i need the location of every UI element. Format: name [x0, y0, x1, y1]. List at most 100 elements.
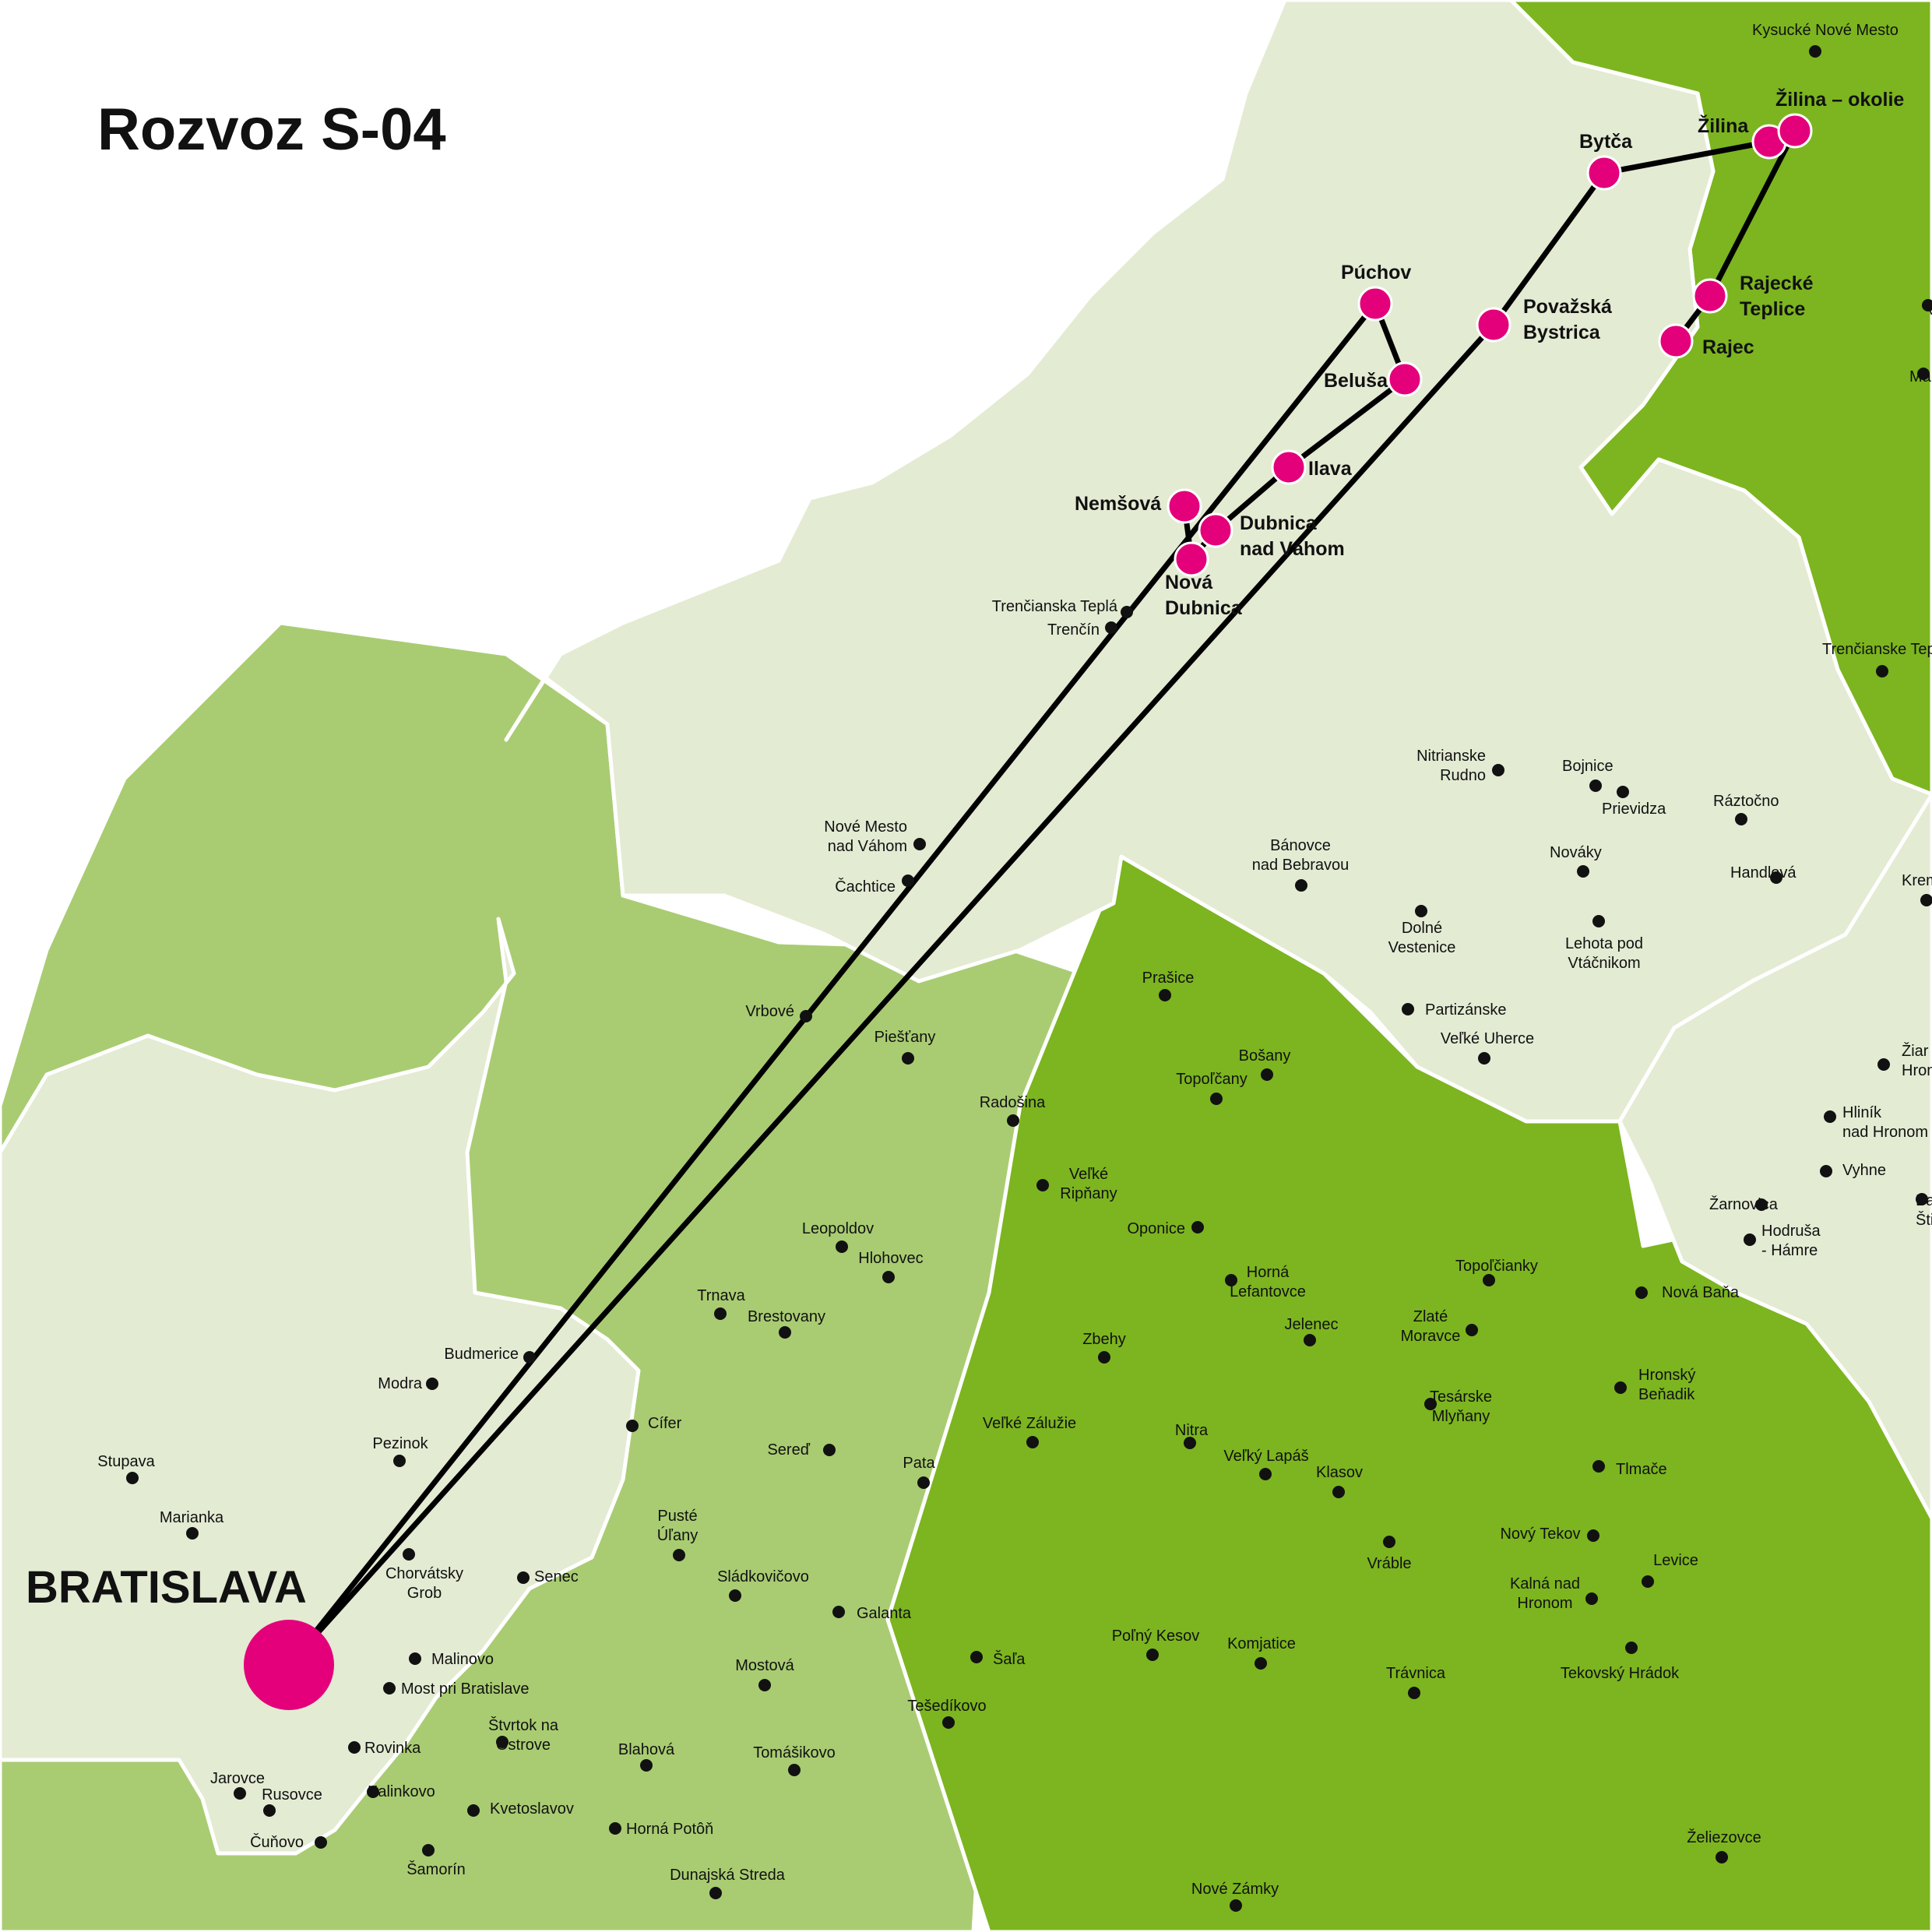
town[interactable]: Trnava [697, 1287, 746, 1320]
town[interactable]: Piešťany [875, 1029, 936, 1065]
town-dot[interactable] [714, 1307, 727, 1320]
stop-bytca[interactable]: Bytča [1579, 131, 1633, 191]
town[interactable]: Most pri Bratislave [383, 1680, 530, 1698]
town-dot[interactable] [1585, 1592, 1598, 1605]
stop-marker[interactable] [1357, 286, 1393, 322]
town-dot[interactable] [1261, 1068, 1273, 1081]
town-dot[interactable] [882, 1271, 895, 1283]
town[interactable]: Jelenec [1285, 1316, 1339, 1346]
town[interactable]: Čuňovo [250, 1833, 327, 1851]
town[interactable]: Blahová [618, 1741, 675, 1772]
town[interactable]: Nováky [1550, 844, 1602, 878]
town-dot[interactable] [1920, 894, 1932, 906]
town-dot[interactable] [1735, 813, 1747, 825]
town[interactable]: Veľké Zálužie [983, 1415, 1076, 1448]
town[interactable]: Tlmače [1592, 1460, 1667, 1478]
town-dot[interactable] [1383, 1536, 1395, 1548]
town[interactable]: Tomášikovo [753, 1744, 836, 1776]
town-dot[interactable] [800, 1010, 812, 1022]
town-dot[interactable] [1716, 1851, 1728, 1863]
town-dot[interactable] [383, 1682, 396, 1694]
town-dot[interactable] [496, 1736, 509, 1748]
town-dot[interactable] [403, 1548, 415, 1561]
town-dot[interactable] [1820, 1165, 1832, 1177]
town[interactable]: Šamorín [406, 1844, 466, 1878]
stop-zilina-okolie[interactable]: Žilina – okolie [1775, 87, 1904, 149]
town[interactable]: Jarovce [210, 1770, 265, 1800]
town[interactable]: Prievidza [1602, 786, 1666, 818]
town-dot[interactable] [1408, 1687, 1420, 1699]
town-dot[interactable] [1026, 1436, 1039, 1448]
town-dot[interactable] [1492, 764, 1504, 776]
town-dot[interactable] [1332, 1486, 1345, 1498]
town[interactable]: Modra [378, 1375, 438, 1392]
town[interactable]: Vrbové [745, 1003, 812, 1022]
town[interactable]: Mar [1909, 368, 1932, 385]
town[interactable]: BaŠti [1916, 1192, 1932, 1229]
town-dot[interactable] [1184, 1437, 1196, 1449]
town-dot[interactable] [1191, 1221, 1204, 1233]
town-dot[interactable] [609, 1822, 621, 1835]
town-dot[interactable] [186, 1527, 199, 1540]
town[interactable]: Levice [1642, 1552, 1698, 1588]
town-dot[interactable] [523, 1351, 536, 1364]
town-dot[interactable] [426, 1378, 438, 1390]
town[interactable]: Leopoldov [802, 1220, 874, 1253]
town-dot[interactable] [832, 1606, 845, 1618]
town[interactable]: Želiezovce [1687, 1828, 1761, 1863]
town-dot[interactable] [836, 1240, 848, 1253]
town[interactable]: Malinovo [409, 1651, 494, 1668]
town-dot[interactable] [1824, 1110, 1836, 1123]
town[interactable]: Tekovský Hrádok [1561, 1642, 1680, 1682]
town[interactable]: Pezinok [372, 1435, 429, 1467]
town-dot[interactable] [902, 1052, 914, 1065]
town[interactable]: Zbehy [1082, 1331, 1126, 1364]
town-dot[interactable] [393, 1455, 406, 1467]
town-dot[interactable] [1159, 989, 1171, 1001]
stop-nemsova[interactable]: Nemšová [1075, 488, 1202, 524]
town-dot[interactable] [1105, 621, 1117, 634]
town-dot[interactable] [1744, 1233, 1756, 1246]
town-dot[interactable] [422, 1844, 435, 1856]
town-dot[interactable] [263, 1804, 276, 1817]
town-dot[interactable] [1036, 1179, 1049, 1191]
town[interactable]: Marianka [160, 1509, 224, 1540]
town[interactable]: Nitra [1175, 1422, 1209, 1449]
town[interactable]: Sládkovičovo [717, 1568, 809, 1602]
town-dot[interactable] [1642, 1575, 1654, 1588]
town[interactable]: Čachtice [835, 875, 914, 896]
town[interactable]: Trenčín [1047, 621, 1117, 639]
stop-puchov[interactable]: Púchov [1341, 262, 1411, 322]
town-dot[interactable] [1587, 1529, 1599, 1542]
stop-marker[interactable] [1777, 113, 1813, 149]
town[interactable]: Krem [1902, 872, 1932, 906]
town[interactable]: Radošina [980, 1094, 1046, 1127]
town[interactable]: Kvetoslavov [467, 1800, 574, 1818]
town-dot[interactable] [1592, 915, 1605, 927]
town[interactable]: Senec [517, 1568, 579, 1585]
town[interactable]: Rusovce [262, 1786, 322, 1817]
town-dot[interactable] [1916, 1193, 1928, 1205]
town[interactable]: Cífer [626, 1415, 682, 1432]
town[interactable]: Horná Potôň [609, 1821, 713, 1838]
town-dot[interactable] [1478, 1052, 1490, 1065]
stop-belusa[interactable]: Beluša [1324, 361, 1423, 397]
town[interactable]: Poľný Kesov [1112, 1628, 1200, 1661]
town-dot[interactable] [917, 1476, 930, 1489]
town-dot[interactable] [1230, 1899, 1242, 1912]
town[interactable]: Trávnica [1386, 1665, 1446, 1699]
town-dot[interactable] [1210, 1093, 1223, 1105]
town-dot[interactable] [673, 1549, 685, 1561]
